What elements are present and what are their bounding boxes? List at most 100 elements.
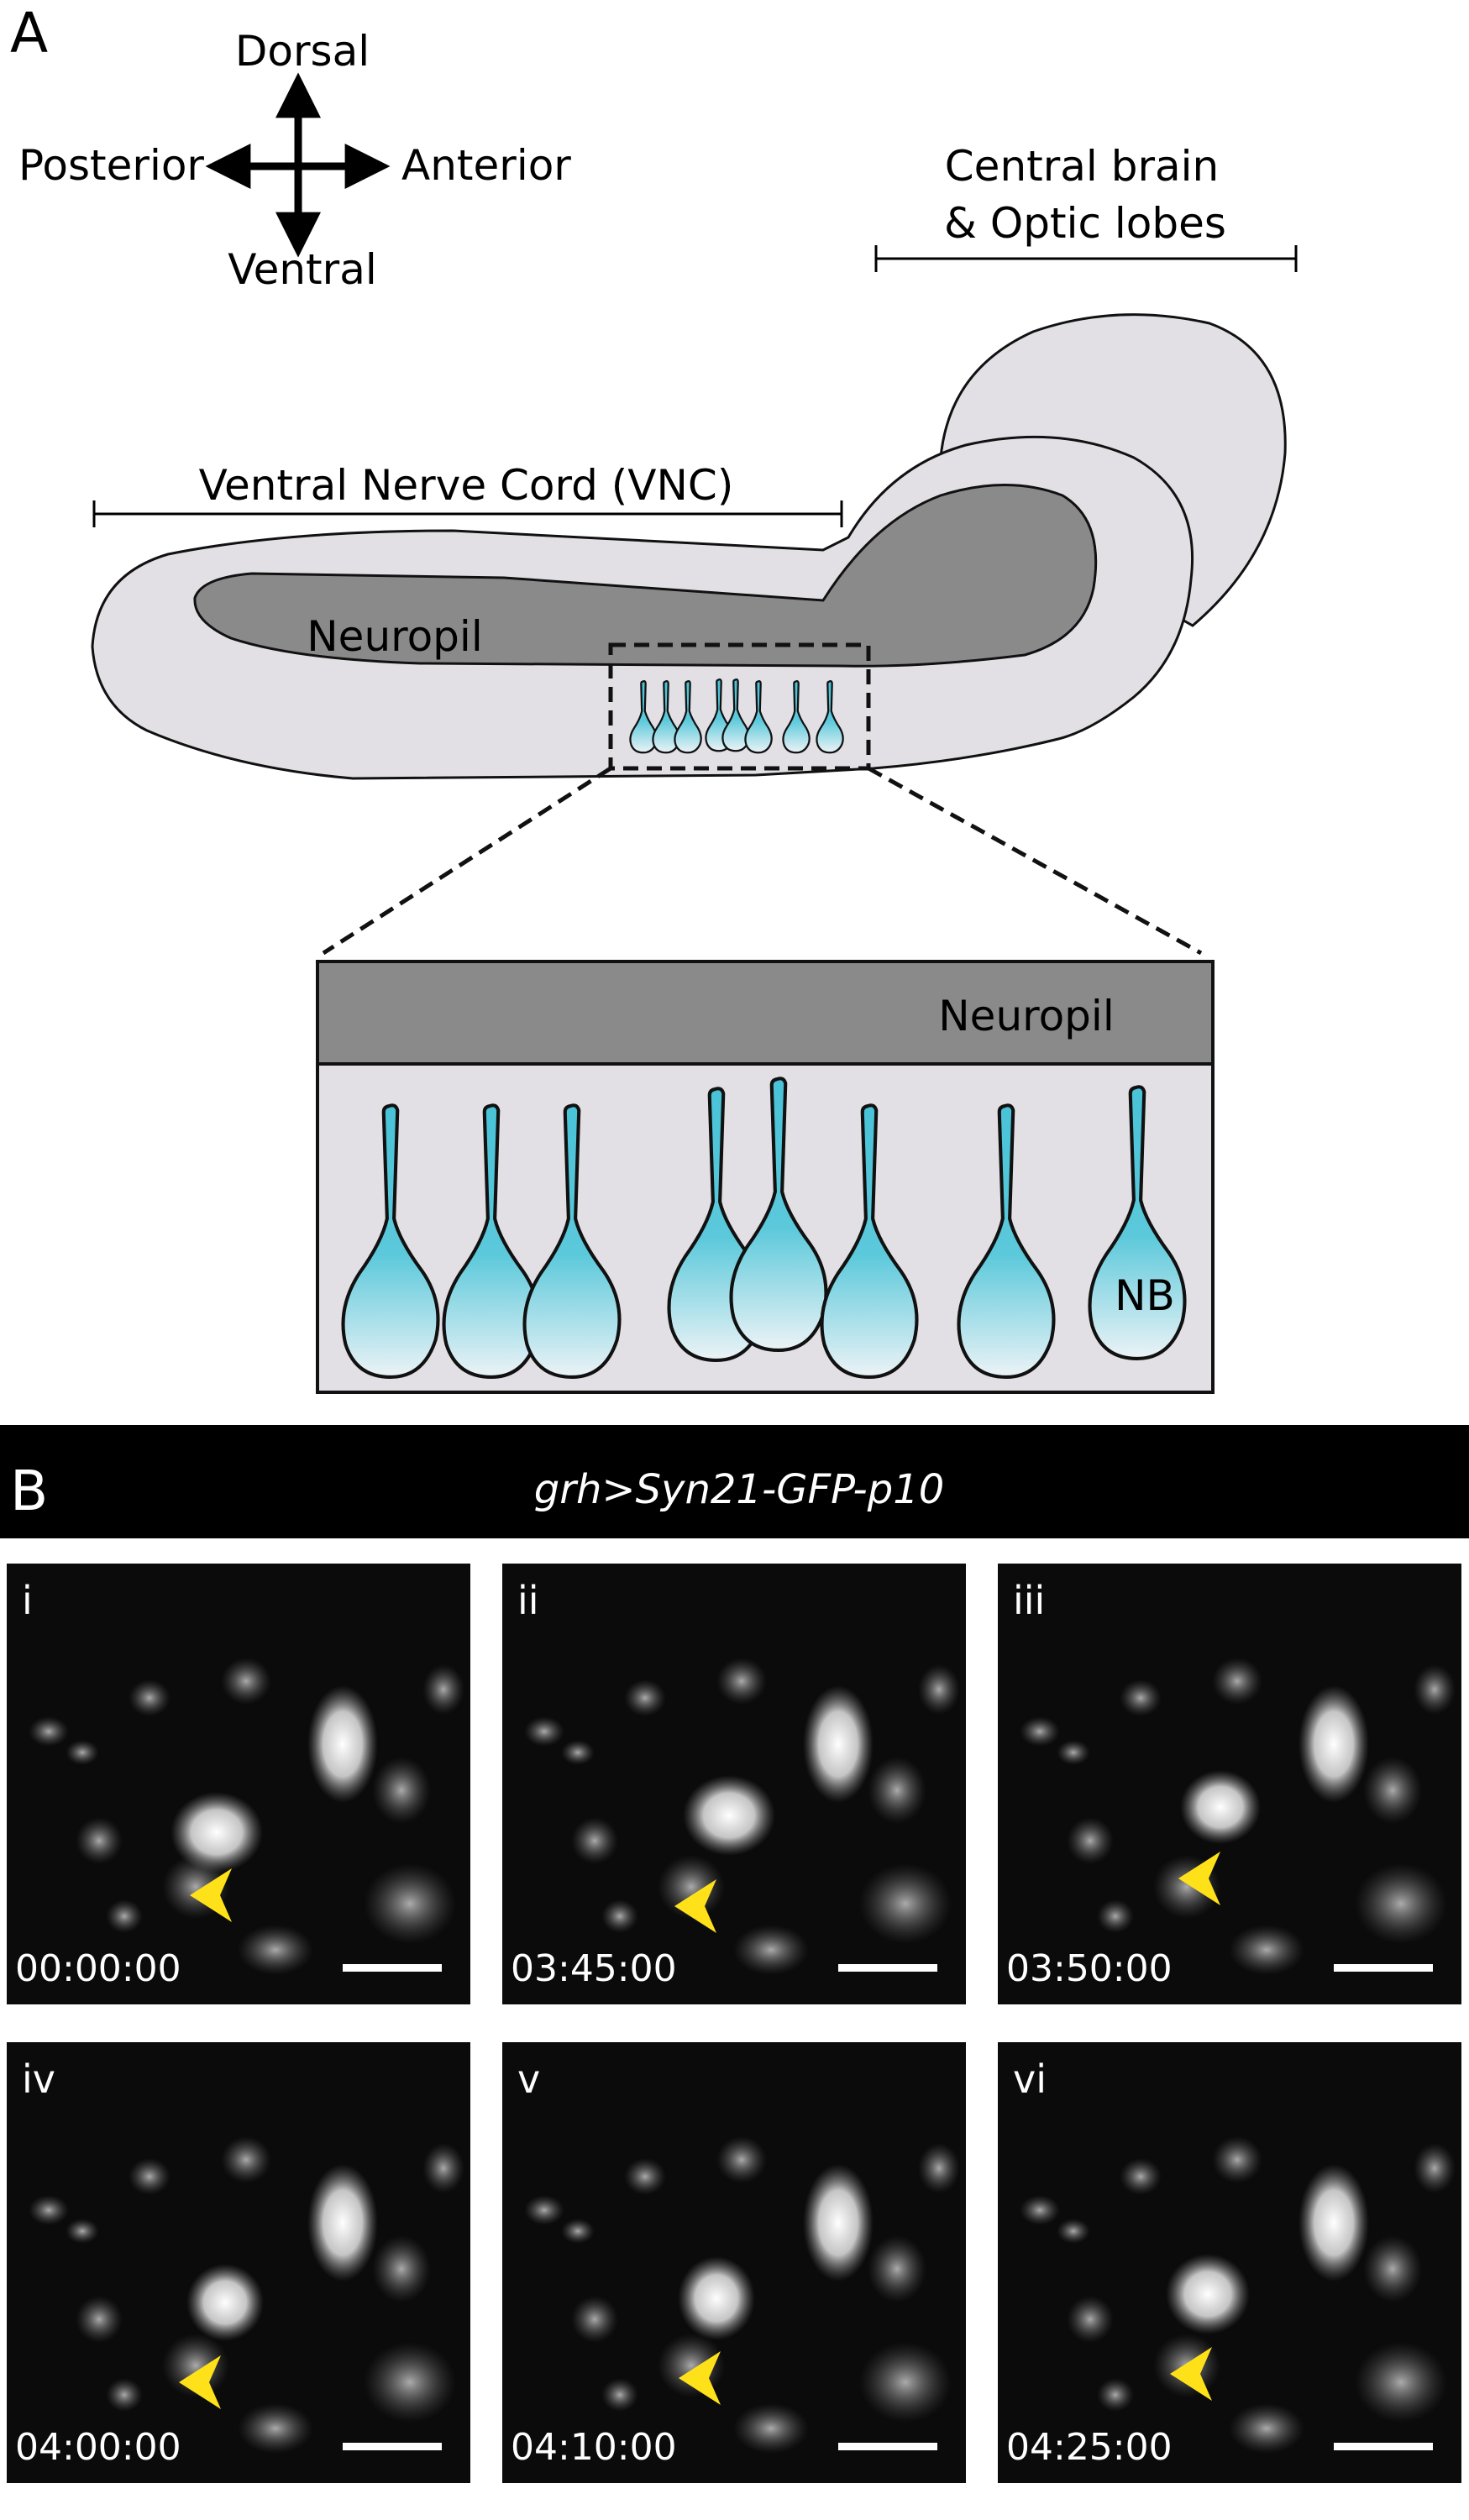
central-brain-label-line2: & Optic lobes [944, 199, 1226, 248]
fluorescent-cell [422, 2143, 464, 2193]
fluorescent-cell [364, 1863, 456, 1944]
frame-timestamp: 04:25:00 [1006, 2426, 1173, 2469]
dividing-neuroblast [683, 1775, 775, 1856]
fluorescent-cell [868, 2235, 926, 2303]
fluorescent-cell [1120, 2158, 1162, 2195]
frame-label: ii [517, 1578, 539, 1623]
frame-timestamp: 04:10:00 [511, 2426, 677, 2469]
fluorescent-cell [1355, 1863, 1447, 1944]
panel-a-letter: A [10, 1, 48, 65]
fluorescent-cell [307, 2164, 378, 2282]
fluorescent-cell [162, 2334, 229, 2397]
cns-diagram: Neuropil [91, 313, 1287, 956]
fluorescent-cell [524, 1716, 564, 1747]
fluorescent-cell [1057, 2219, 1090, 2244]
fluorescent-cell [624, 2158, 666, 2195]
fluorescent-cell [1097, 2378, 1134, 2412]
fluorescent-cell [1229, 1925, 1304, 1975]
label-dorsal: Dorsal [235, 27, 370, 76]
orientation-compass: Dorsal Ventral Posterior Anterior [18, 27, 571, 294]
fluorescent-cell [76, 2296, 123, 2343]
panel-b-header-bar [0, 1425, 1469, 1538]
zoom-line-left [322, 766, 612, 956]
fluorescent-cell [803, 2164, 874, 2282]
fluorescent-cell [221, 2136, 271, 2183]
yellow-arrowhead [179, 2355, 221, 2409]
dividing-neuroblast [1166, 2254, 1250, 2334]
fluorescent-cell [571, 1817, 618, 1864]
fluorescent-cell [716, 1658, 767, 1705]
vnc-label: Ventral Nerve Cord (VNC) [199, 461, 734, 510]
frame-timestamp: 03:50:00 [1006, 1947, 1173, 1990]
fluorescent-cell [1067, 2296, 1114, 2343]
frame-label: i [22, 1578, 33, 1623]
fluorescent-cell [571, 2296, 618, 2343]
yellow-arrowhead [1170, 2347, 1212, 2401]
fluorescent-cell [733, 1925, 809, 1975]
yellow-arrowhead [679, 2351, 721, 2405]
panel-b: B grh>Syn21-GFP-p10 [0, 1425, 1469, 1538]
fluorescent-cell [524, 2195, 564, 2225]
frame-timestamp: 04:00:00 [15, 2426, 181, 2469]
dividing-neuroblast [171, 1792, 263, 1873]
fluorescent-cell [803, 1685, 874, 1803]
fluorescent-cell [1097, 1899, 1134, 1933]
frame-label: iv [22, 2056, 55, 2102]
fluorescent-cell [1414, 2143, 1456, 2193]
micrograph-frame-i: i00:00:00 [7, 1564, 470, 2004]
fluorescent-cell [1363, 1757, 1422, 1824]
neuropil-label: Neuropil [307, 612, 482, 661]
fluorescent-cell [238, 1925, 313, 1975]
fluorescent-cell [221, 1658, 271, 1705]
fluorescent-cell [66, 2219, 99, 2244]
fluorescent-cell [129, 2158, 171, 2195]
fluorescent-cell [733, 2403, 809, 2454]
label-ventral: Ventral [228, 245, 376, 294]
scale-bar [343, 1964, 442, 1972]
fluorescent-cell [1355, 2342, 1447, 2423]
fluorescent-cell [1298, 1685, 1369, 1803]
central-brain-bracket: Central brain & Optic lobes [874, 142, 1298, 272]
panel-b-letter: B [10, 1459, 48, 1523]
fluorescent-cell [561, 2219, 595, 2244]
fluorescent-cell [859, 1863, 952, 1944]
fluorescent-cell [422, 1664, 464, 1715]
fluorescent-cell [601, 1899, 638, 1933]
fluorescent-cell [106, 2378, 143, 2412]
scale-bar [1334, 2443, 1433, 2450]
fluorescent-cell [1212, 2136, 1262, 2183]
fluorescent-cell [1298, 2164, 1369, 2282]
fluorescent-cell [658, 2334, 725, 2397]
zoom-line-right [867, 766, 1203, 956]
scale-bar [343, 2443, 442, 2450]
zoom-box [608, 642, 871, 771]
fluorescent-cell [1067, 1817, 1114, 1864]
dividing-neuroblast [186, 2264, 264, 2341]
fluorescent-cell [238, 2403, 313, 2454]
fluorescent-cell [372, 1757, 431, 1824]
panel-b-title: grh>Syn21-GFP-p10 [534, 1466, 945, 1513]
micrograph-grid: i00:00:00ii03:45:00iii03:50:00iv04:00:00… [7, 1564, 1461, 2483]
micrograph-frame-iv: iv 04:00:00 [7, 2042, 470, 2483]
fluorescent-cell [66, 1740, 99, 1765]
fluorescent-cell [1363, 2235, 1422, 2303]
scale-bar [838, 1964, 937, 1972]
fluorescent-cell [716, 2136, 767, 2183]
fluorescent-cell [1212, 1658, 1262, 1705]
yellow-arrowhead [674, 1879, 716, 1933]
fluorescent-cell [624, 1679, 666, 1716]
dividing-neuroblast [678, 2256, 755, 2340]
fluorescent-cell [29, 2195, 69, 2225]
fluorescent-cell [658, 1855, 725, 1919]
frame-label: v [517, 2056, 540, 2102]
inset-neuropil-label: Neuropil [938, 992, 1114, 1040]
fluorescent-cell [601, 2378, 638, 2412]
nb-label: NB [1115, 1271, 1175, 1320]
neuropil-region [193, 484, 1098, 668]
fluorescent-cell [859, 2342, 952, 2423]
fluorescent-cell [1020, 1716, 1060, 1747]
fluorescent-cell [1020, 2195, 1060, 2225]
